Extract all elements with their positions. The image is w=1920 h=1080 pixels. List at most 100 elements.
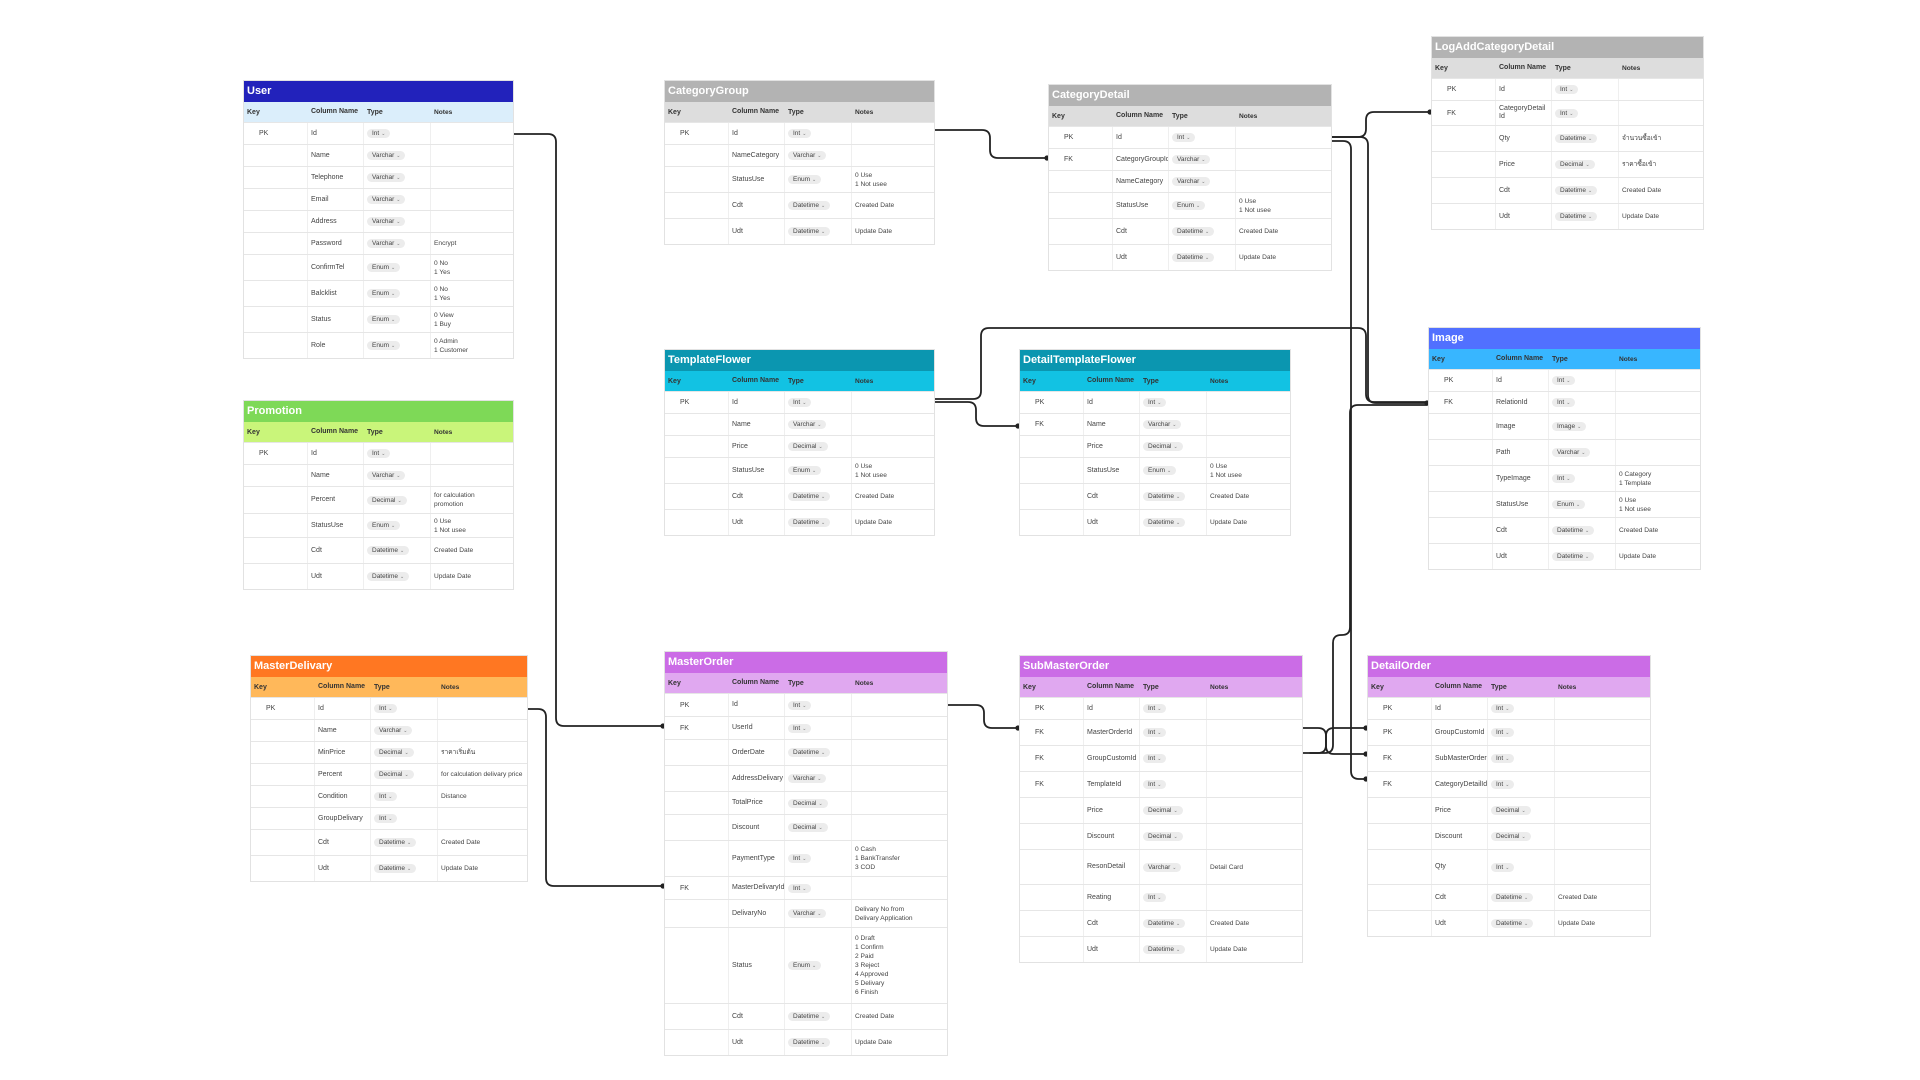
type-dropdown[interactable]: Decimal⌄	[1491, 832, 1531, 841]
type-dropdown[interactable]: Datetime⌄	[788, 492, 831, 501]
type-cell[interactable]: Enum⌄	[784, 928, 851, 1003]
type-dropdown[interactable]: Int⌄	[788, 398, 812, 407]
type-dropdown[interactable]: Datetime⌄	[367, 572, 410, 581]
type-cell[interactable]: Datetime⌄	[784, 219, 851, 244]
type-dropdown[interactable]: Decimal⌄	[374, 770, 414, 779]
type-dropdown[interactable]: Datetime⌄	[788, 227, 831, 236]
type-cell[interactable]: Varchar⌄	[1139, 850, 1206, 884]
type-cell[interactable]: Datetime⌄	[1168, 219, 1235, 244]
type-dropdown[interactable]: Varchar⌄	[367, 471, 406, 480]
type-cell[interactable]: Datetime⌄	[1551, 204, 1618, 229]
type-cell[interactable]: Datetime⌄	[784, 740, 851, 765]
type-cell[interactable]: Int⌄	[370, 698, 437, 719]
type-cell[interactable]: Datetime⌄	[1487, 911, 1554, 936]
type-cell[interactable]: Varchar⌄	[784, 145, 851, 166]
type-cell[interactable]: Datetime⌄	[1139, 911, 1206, 936]
type-dropdown[interactable]: Enum⌄	[1552, 500, 1586, 509]
type-dropdown[interactable]: Int⌄	[1143, 893, 1167, 902]
type-dropdown[interactable]: Varchar⌄	[1172, 155, 1211, 164]
type-cell[interactable]: Enum⌄	[363, 307, 430, 332]
type-cell[interactable]: Decimal⌄	[363, 487, 430, 513]
type-dropdown[interactable]: Datetime⌄	[1143, 518, 1186, 527]
type-dropdown[interactable]: Enum⌄	[367, 315, 401, 324]
type-dropdown[interactable]: Datetime⌄	[1555, 186, 1598, 195]
type-dropdown[interactable]: Enum⌄	[1172, 201, 1206, 210]
type-dropdown[interactable]: Decimal⌄	[788, 442, 828, 451]
type-cell[interactable]: Int⌄	[1487, 720, 1554, 745]
type-cell[interactable]: Decimal⌄	[784, 815, 851, 840]
type-cell[interactable]: Enum⌄	[363, 333, 430, 358]
type-cell[interactable]: Int⌄	[784, 717, 851, 739]
type-cell[interactable]: Varchar⌄	[363, 167, 430, 188]
type-cell[interactable]: Int⌄	[1551, 101, 1618, 125]
type-dropdown[interactable]: Varchar⌄	[374, 726, 413, 735]
type-dropdown[interactable]: Decimal⌄	[374, 748, 414, 757]
type-dropdown[interactable]: Int⌄	[788, 129, 812, 138]
type-cell[interactable]: Int⌄	[784, 694, 851, 716]
type-dropdown[interactable]: Int⌄	[788, 723, 812, 733]
type-dropdown[interactable]: Int⌄	[1552, 376, 1576, 385]
type-dropdown[interactable]: Int⌄	[1555, 108, 1579, 118]
type-dropdown[interactable]: Varchar⌄	[788, 151, 827, 160]
type-cell[interactable]: Varchar⌄	[363, 145, 430, 166]
type-cell[interactable]: Int⌄	[1487, 746, 1554, 771]
type-dropdown[interactable]: Int⌄	[374, 814, 398, 823]
type-cell[interactable]: Datetime⌄	[1487, 885, 1554, 910]
type-cell[interactable]: Int⌄	[1551, 79, 1618, 100]
type-dropdown[interactable]: Int⌄	[788, 854, 812, 863]
type-cell[interactable]: Decimal⌄	[1139, 824, 1206, 849]
type-dropdown[interactable]: Int⌄	[1143, 754, 1167, 763]
type-cell[interactable]: Datetime⌄	[1548, 518, 1615, 543]
type-dropdown[interactable]: Decimal⌄	[1491, 806, 1531, 815]
type-dropdown[interactable]: Datetime⌄	[1552, 552, 1595, 561]
type-cell[interactable]: Int⌄	[1139, 392, 1206, 413]
type-dropdown[interactable]: Datetime⌄	[788, 1038, 831, 1047]
type-dropdown[interactable]: Int⌄	[1552, 398, 1576, 407]
type-cell[interactable]: Varchar⌄	[1139, 414, 1206, 435]
type-dropdown[interactable]: Datetime⌄	[788, 1012, 831, 1021]
type-dropdown[interactable]: Datetime⌄	[1491, 919, 1534, 928]
type-cell[interactable]: Datetime⌄	[363, 538, 430, 563]
type-cell[interactable]: Datetime⌄	[784, 510, 851, 535]
type-dropdown[interactable]: Int⌄	[374, 704, 398, 713]
type-dropdown[interactable]: Varchar⌄	[788, 420, 827, 429]
type-dropdown[interactable]: Datetime⌄	[1143, 919, 1186, 928]
type-dropdown[interactable]: Decimal⌄	[1143, 442, 1183, 451]
type-dropdown[interactable]: Varchar⌄	[367, 195, 406, 204]
type-cell[interactable]: Datetime⌄	[370, 856, 437, 881]
